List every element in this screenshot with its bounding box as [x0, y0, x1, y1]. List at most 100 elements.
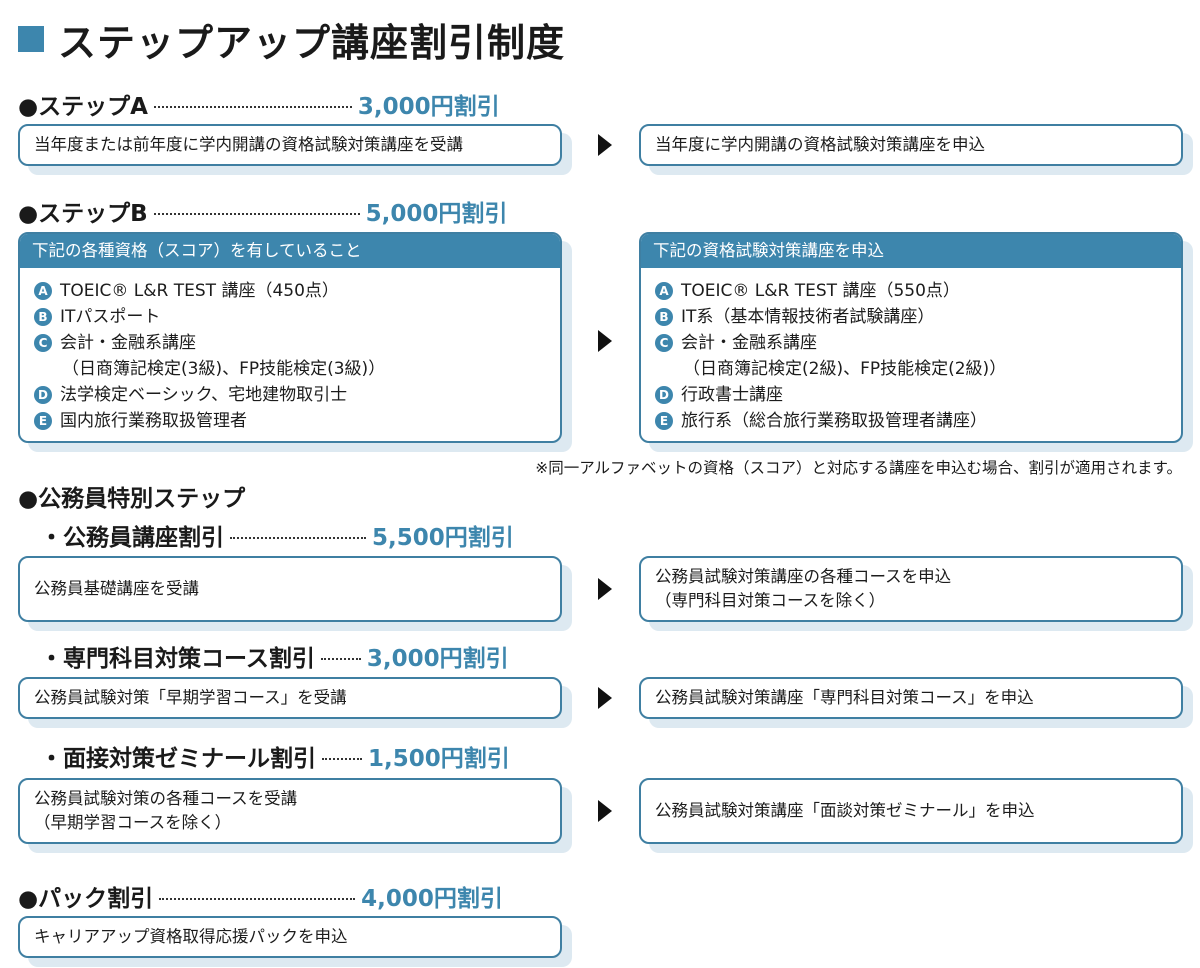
step-a-target-box: 当年度に学内開講の資格試験対策講座を申込: [639, 124, 1183, 166]
page-title: ステップアップ講座割引制度: [18, 10, 565, 68]
list-item-text: 会計・金融系講座 （日商簿記検定(2級)、FP技能検定(2級)）: [681, 330, 1006, 382]
sub2-target-box: 公務員試験対策講座「専門科目対策コース」を申込: [639, 677, 1183, 719]
list-item-text: IT系（基本情報技術者試験講座）: [681, 304, 934, 330]
step-a-name: ●ステップA: [18, 94, 148, 120]
sub2-condition-box: 公務員試験対策「早期学習コース」を受講: [18, 677, 562, 719]
arrow-right-icon: [598, 330, 612, 352]
dot-leader: [322, 758, 362, 760]
list-item-line: TOEIC® L&R TEST 講座（450点）: [60, 281, 339, 301]
step-b-condition-box: 下記の各種資格（スコア）を有していること A TOEIC® L&R TEST 講座…: [18, 232, 562, 443]
list-item: A TOEIC® L&R TEST 講座（550点）: [655, 278, 1167, 304]
sub1-name: ・公務員講座割引: [40, 525, 224, 551]
sub1-target-box: 公務員試験対策講座の各種コースを申込 （専門科目対策コースを除く）: [639, 556, 1183, 622]
letter-badge-icon: D: [34, 386, 52, 404]
letter-badge-icon: A: [655, 282, 673, 300]
sub2-discount: 3,000円割引: [366, 646, 509, 672]
list-item-text: TOEIC® L&R TEST 講座（550点）: [681, 278, 960, 304]
letter-badge-icon: A: [34, 282, 52, 300]
step-b-note: ※同一アルファベットの資格（スコア）と対応する講座を申込む場合、割引が適用されま…: [535, 459, 1182, 477]
list-item: B IT系（基本情報技術者試験講座）: [655, 304, 1167, 330]
sub1-target-line: 公務員試験対策講座の各種コースを申込: [655, 567, 952, 586]
list-item: D 行政書士講座: [655, 382, 1167, 408]
dot-leader: [153, 213, 360, 215]
arrow-right-icon: [598, 134, 612, 156]
step-b-condition-header: 下記の各種資格（スコア）を有していること: [20, 234, 560, 268]
list-item-line: （日商簿記検定(2級)、FP技能検定(2級)）: [683, 359, 1007, 379]
pack-text: キャリアアップ資格取得応援パックを申込: [34, 927, 348, 946]
list-item: C 会計・金融系講座 （日商簿記検定(2級)、FP技能検定(2級)）: [655, 330, 1167, 382]
sub1-condition-box: 公務員基礎講座を受講: [18, 556, 562, 622]
list-item: A TOEIC® L&R TEST 講座（450点）: [34, 278, 546, 304]
step-b-target-list: A TOEIC® L&R TEST 講座（550点） B IT系（基本情報技術者試験講…: [641, 268, 1181, 434]
sub1-condition-line: 公務員基礎講座を受講: [34, 579, 199, 598]
list-item-line: IT系（基本情報技術者試験講座）: [681, 307, 935, 327]
step-b-target-box: 下記の資格試験対策講座を申込 A TOEIC® L&R TEST 講座（550点）…: [639, 232, 1183, 443]
title-square-icon: [18, 26, 44, 52]
arrow-right-icon: [598, 687, 612, 709]
list-item-text: 旅行系（総合旅行業務取扱管理者講座）: [681, 408, 987, 434]
letter-badge-icon: C: [34, 334, 52, 352]
step-a-target-text: 当年度に学内開講の資格試験対策講座を申込: [655, 135, 985, 154]
list-item-text: 法学検定ベーシック、宅地建物取引士: [60, 382, 347, 408]
list-item: C 会計・金融系講座 （日商簿記検定(3級)、FP技能検定(3級)）: [34, 330, 546, 382]
koumuin-sub1-heading: ・公務員講座割引 5,500円割引: [40, 519, 514, 551]
sub3-condition-line: 公務員試験対策の各種コースを受講: [34, 789, 298, 808]
step-a-discount: 3,000円割引: [357, 94, 500, 120]
pack-heading: ●パック割引 4,000円割引: [18, 880, 503, 912]
pack-name: ●パック割引: [18, 886, 154, 912]
list-item-line: 会計・金融系講座: [681, 333, 817, 353]
sub3-condition-line: （早期学習コースを除く）: [34, 813, 232, 832]
pack-discount: 4,000円割引: [361, 886, 503, 912]
list-item-text: TOEIC® L&R TEST 講座（450点）: [60, 278, 339, 304]
sub2-condition-line: 公務員試験対策「早期学習コース」を受講: [34, 688, 347, 707]
arrow-right-icon: [598, 578, 612, 600]
pack-box: キャリアアップ資格取得応援パックを申込: [18, 916, 562, 958]
list-item: B ITパスポート: [34, 304, 546, 330]
sub3-condition-box: 公務員試験対策の各種コースを受講 （早期学習コースを除く）: [18, 778, 562, 844]
koumuin-sub3-heading: ・面接対策ゼミナール割引 1,500円割引: [40, 740, 510, 772]
list-item: E 旅行系（総合旅行業務取扱管理者講座）: [655, 408, 1167, 434]
list-item-text: 行政書士講座: [681, 382, 783, 408]
list-item-text: 会計・金融系講座 （日商簿記検定(3級)、FP技能検定(3級)）: [60, 330, 385, 382]
sub2-name: ・専門科目対策コース割引: [40, 646, 315, 672]
list-item-line: 会計・金融系講座: [60, 333, 196, 353]
dot-leader: [230, 537, 366, 539]
step-b-discount: 5,000円割引: [365, 201, 508, 227]
step-a-condition-box: 当年度または前年度に学内開講の資格試験対策講座を受講: [18, 124, 562, 166]
step-b-target-header: 下記の資格試験対策講座を申込: [641, 234, 1181, 268]
letter-badge-icon: B: [655, 308, 673, 326]
arrow-right-icon: [598, 800, 612, 822]
sub3-target-line: 公務員試験対策講座「面談対策ゼミナール」を申込: [655, 801, 1035, 820]
sub1-discount: 5,500円割引: [372, 525, 514, 551]
sub3-target-box: 公務員試験対策講座「面談対策ゼミナール」を申込: [639, 778, 1183, 844]
list-item: D 法学検定ベーシック、宅地建物取引士: [34, 382, 546, 408]
koumuin-heading: ●公務員特別ステップ: [18, 480, 245, 512]
step-a-condition-text: 当年度または前年度に学内開講の資格試験対策講座を受講: [34, 135, 463, 154]
dot-leader: [159, 898, 356, 900]
letter-badge-icon: D: [655, 386, 673, 404]
step-b-heading: ●ステップB 5,000円割引: [18, 195, 507, 227]
list-item-line: （日商簿記検定(3級)、FP技能検定(3級)）: [62, 359, 386, 379]
list-item-line: ITパスポート: [60, 307, 161, 327]
list-item: E 国内旅行業務取扱管理者: [34, 408, 546, 434]
dot-leader: [320, 658, 361, 660]
list-item-line: 旅行系（総合旅行業務取扱管理者講座）: [681, 411, 987, 431]
dot-leader: [153, 106, 352, 108]
letter-badge-icon: B: [34, 308, 52, 326]
step-b-name: ●ステップB: [18, 201, 148, 227]
list-item-line: 行政書士講座: [681, 385, 783, 405]
page-title-text: ステップアップ講座割引制度: [58, 20, 566, 65]
sub2-target-line: 公務員試験対策講座「専門科目対策コース」を申込: [655, 688, 1034, 707]
list-item-text: ITパスポート: [60, 304, 160, 330]
sub1-target-line: （専門科目対策コースを除く）: [655, 591, 886, 610]
step-b-condition-list: A TOEIC® L&R TEST 講座（450点） B ITパスポート C 会計・金融系…: [20, 268, 560, 434]
koumuin-name: ●公務員特別ステップ: [18, 486, 246, 512]
letter-badge-icon: E: [34, 412, 52, 430]
koumuin-sub2-heading: ・専門科目対策コース割引 3,000円割引: [40, 640, 509, 672]
sub3-name: ・面接対策ゼミナール割引: [40, 746, 316, 772]
list-item-line: TOEIC® L&R TEST 講座（550点）: [681, 281, 960, 301]
step-a-heading: ●ステップA 3,000円割引: [18, 88, 500, 120]
letter-badge-icon: E: [655, 412, 673, 430]
letter-badge-icon: C: [655, 334, 673, 352]
list-item-line: 国内旅行業務取扱管理者: [60, 411, 247, 431]
